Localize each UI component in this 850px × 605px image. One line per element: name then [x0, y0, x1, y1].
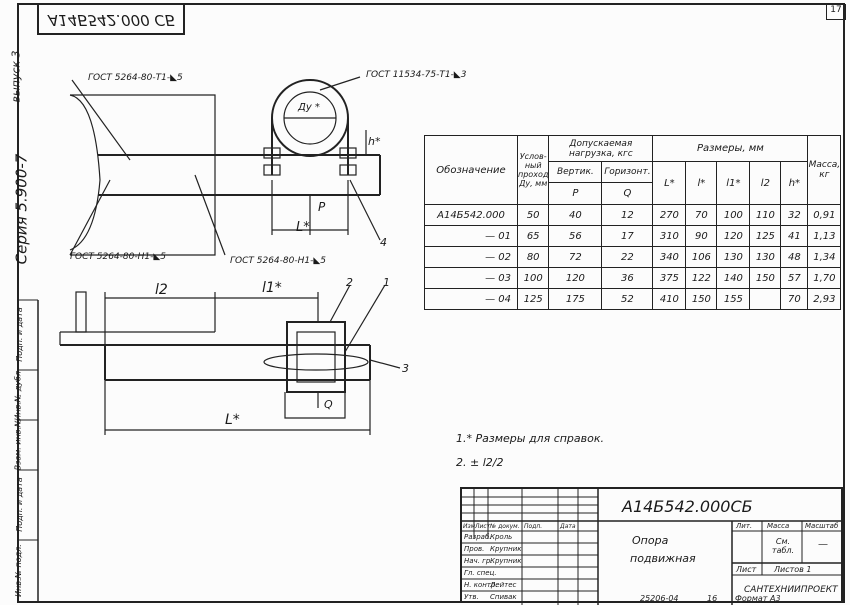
- sheet-number: 17: [826, 4, 846, 20]
- row-name: Крупник: [490, 545, 522, 553]
- stamp-mass-val: См. табл.: [771, 537, 795, 555]
- row-label: Нач. гр.: [464, 557, 493, 565]
- stamp-title-1: Опора: [632, 534, 669, 547]
- stamp-mass: Масса: [767, 522, 790, 530]
- pos-2: 2: [346, 276, 353, 289]
- pos-4: 4: [380, 236, 387, 249]
- stamp-org: САНТЕХНИИПРОЕКТ: [744, 585, 838, 595]
- dim-l-total: L*: [225, 412, 240, 428]
- row-name: Кроль: [490, 533, 513, 541]
- th-mass: Масса, кг: [807, 135, 842, 205]
- th-designation: Обозначение: [424, 135, 518, 205]
- gost-bottom-left: ГОСТ 5264-80-Н1-◣5: [70, 252, 166, 262]
- row-name: Крупник: [490, 557, 522, 565]
- th-nominal: Услов-ный проход Ду, мм: [516, 135, 550, 205]
- title-block: А14Б542.000СБ Опора подвижная Лит. Масса…: [460, 487, 845, 605]
- row-name: Лейтес: [490, 581, 517, 589]
- spec-table: Обозначение Услов-ный проход Ду, мм Допу…: [424, 135, 842, 310]
- row-label: Н. контр.: [464, 581, 498, 589]
- dim-dy: Ду *: [298, 102, 320, 113]
- gost-bottom-mid: ГОСТ 5264-80-Н1-◣5: [230, 256, 326, 266]
- row-label: Гл. спец.: [464, 569, 497, 577]
- dim-l2: l2: [155, 282, 168, 298]
- th-q: Q: [601, 182, 654, 205]
- gost-top-left: ГОСТ 5264-80-Т1-◣5: [88, 73, 183, 83]
- row-label: Разраб.: [464, 533, 492, 541]
- col-list: Лист: [475, 523, 491, 530]
- stamp-title-2: подвижная: [630, 552, 696, 565]
- dim-l1: l1*: [262, 280, 282, 296]
- footer-num: 25206-04: [640, 594, 679, 603]
- th-sizes: Размеры, мм: [652, 135, 809, 162]
- dim-q: Q: [324, 398, 333, 411]
- col-sign: Подп.: [524, 523, 543, 530]
- th-l: l*: [685, 161, 718, 205]
- gost-top-right: ГОСТ 11534-75-Т1-◣3: [366, 70, 467, 80]
- th-horiz: Горизонт.: [601, 161, 654, 183]
- stamp-scale: Масштаб: [805, 522, 839, 530]
- th-vert: Вертик.: [548, 161, 603, 183]
- note-2: 2. ± l2/2: [456, 456, 504, 469]
- pos-1: 1: [383, 276, 390, 289]
- stamp-scale-val: —: [818, 539, 828, 550]
- row-label: Утв.: [464, 593, 479, 601]
- th-l1: l1*: [716, 161, 751, 205]
- dim-h: h*: [368, 135, 381, 148]
- col-date: Дата: [560, 523, 576, 530]
- stamp-lit: Лит.: [736, 522, 753, 530]
- dim-l: L*: [296, 220, 310, 235]
- th-L: L*: [652, 161, 687, 205]
- stamp-sheet: Лист: [736, 565, 757, 574]
- note-1: 1.* Размеры для справок.: [456, 432, 605, 445]
- th-p: P: [548, 182, 603, 205]
- col-doc: № докум.: [490, 523, 520, 530]
- pos-3: 3: [402, 362, 409, 375]
- stamp-code: А14Б542.000СБ: [622, 497, 753, 516]
- stamp-sheets: Листов 1: [774, 565, 812, 574]
- footer-16: 16: [707, 594, 718, 603]
- dim-p: P: [318, 200, 326, 214]
- row-name: Спивак: [490, 593, 517, 601]
- row-label: Пров.: [464, 545, 485, 553]
- th-h: h*: [780, 161, 809, 205]
- th-load: Допускаемая нагрузка, кгс: [548, 135, 654, 162]
- col-izm: Изм: [463, 523, 476, 530]
- footer-format: Формат А3: [735, 594, 781, 603]
- th-l2: l2: [749, 161, 782, 205]
